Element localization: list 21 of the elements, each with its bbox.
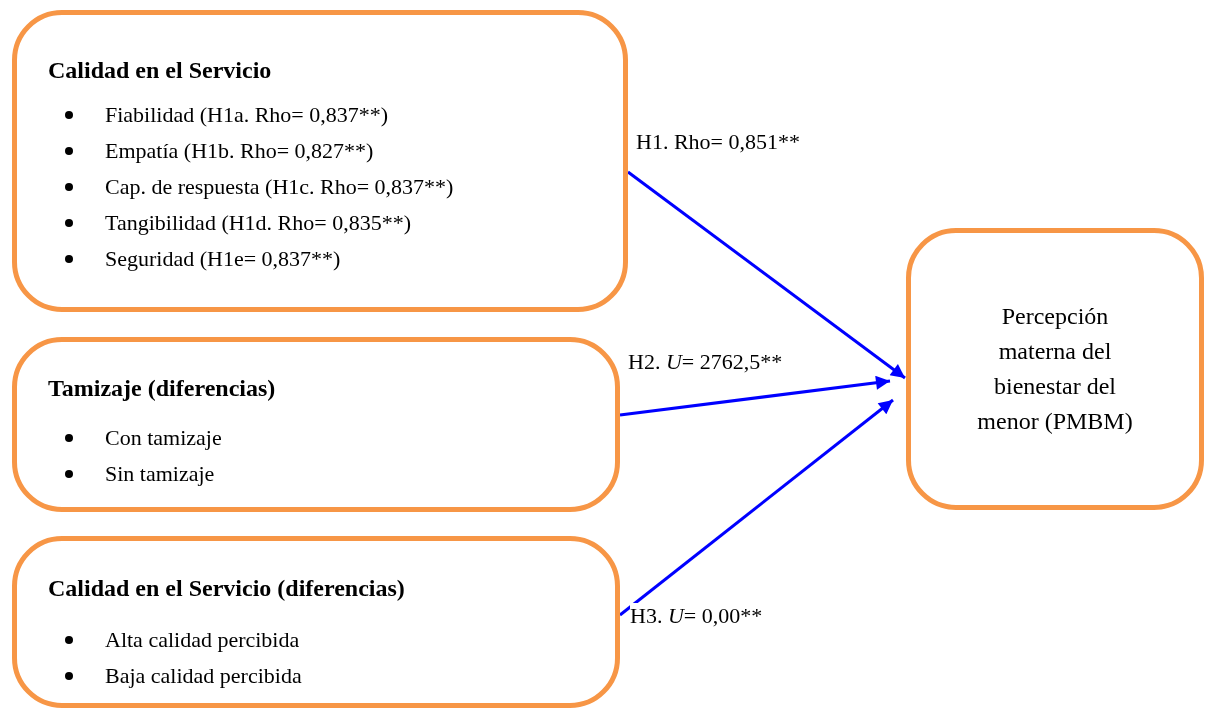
- box-heading: Tamizaje (diferencias): [48, 375, 276, 402]
- list-item: Fiabilidad (H1a. Rho= 0,837**): [105, 102, 389, 127]
- list-item: Con tamizaje: [105, 425, 222, 450]
- arrow: [627, 170, 906, 380]
- list-item: Baja calidad percibida: [105, 663, 302, 688]
- list-item: Cap. de respuesta (H1c. Rho= 0,837**): [105, 174, 454, 199]
- list-item: Alta calidad percibida: [105, 627, 300, 652]
- box-heading: Calidad en el Servicio: [48, 57, 272, 84]
- list-item: Seguridad (H1e= 0,837**): [105, 246, 341, 271]
- variable-box: [12, 10, 628, 312]
- box-label: Percepción materna del bienestar del menor (PMBM): [976, 302, 1134, 436]
- arrow: [619, 398, 894, 617]
- variable-box: [12, 337, 620, 512]
- list-item: Tangibilidad (H1d. Rho= 0,835**): [105, 210, 411, 235]
- outcome-box: [906, 228, 1204, 510]
- box-heading: Calidad en el Servicio (diferencias): [48, 575, 405, 602]
- edge-label: H3. U= 0,00**: [630, 603, 763, 629]
- variable-box: [12, 536, 620, 708]
- arrow: [619, 375, 891, 417]
- list-item: Empatía (H1b. Rho= 0,827**): [105, 138, 374, 163]
- list-item: Sin tamizaje: [105, 461, 215, 486]
